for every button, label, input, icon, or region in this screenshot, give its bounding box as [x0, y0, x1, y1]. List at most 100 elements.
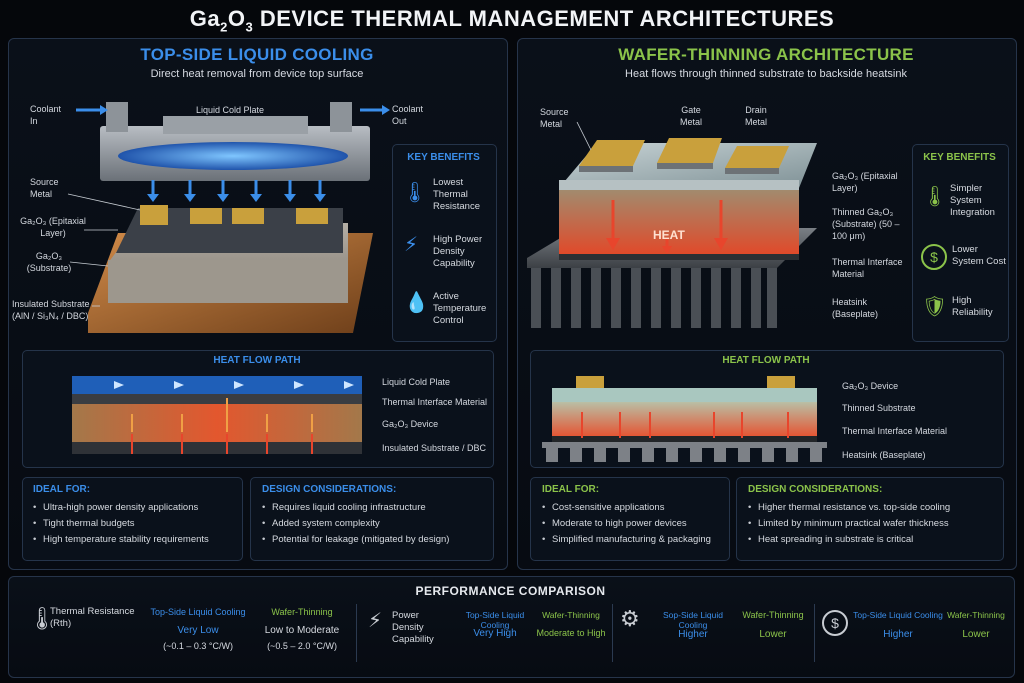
cmp-b-value-1: Low to Moderate: [264, 625, 340, 636]
list-item: Limited by minimum practical wafer thick…: [748, 516, 998, 532]
coolant-in-label: Coolant In: [30, 104, 62, 126]
heat-removal-arrows: [147, 180, 326, 202]
right-hf-label-2: Thinned Substrate: [842, 403, 916, 413]
cmp-b-label-2: Wafer-Thinning: [542, 610, 600, 620]
heatsink-label: Heatsink (Baseplate): [832, 297, 879, 319]
left-design-list: Requires liquid cooling infrastructure A…: [262, 500, 487, 548]
shield-check-icon: 🛡: [922, 296, 948, 318]
coolant-channel: [118, 142, 348, 170]
ga2o3-epi-label: Ga₂O₃ (Epitaxial Layer): [20, 216, 86, 238]
coolant-out-label: Coolant Out: [392, 104, 424, 126]
left-title: TOP-SIDE LIQUID COOLING: [140, 45, 374, 64]
list-item: Potential for leakage (mitigated by desi…: [262, 532, 487, 548]
right-epi-label: Ga₂O₃ (Epitaxial Layer): [832, 171, 898, 193]
right-ideal-list: Cost-sensitive applications Moderate to …: [542, 500, 726, 548]
list-item: Simplified manufacturing & packaging: [542, 532, 726, 548]
cold-plate-top: [163, 116, 308, 134]
left-ideal-title: IDEAL FOR:: [33, 484, 91, 495]
cmp-b-extra-1: (~0.5 – 2.0 °C/W): [267, 641, 337, 651]
pipe-out: [330, 102, 352, 132]
heat-label: HEAT: [653, 228, 685, 242]
divider: [356, 604, 357, 662]
right-benefits-box: [912, 144, 1009, 342]
list-item: Ultra-high power density applications: [33, 500, 238, 516]
lightning-icon: ⚡: [368, 610, 383, 632]
right-design-title: DESIGN CONSIDERATIONS:: [748, 484, 883, 495]
left-hf-label-2: Thermal Interface Material: [382, 397, 488, 407]
list-item: Added system complexity: [262, 516, 487, 532]
thermometer-icon: 🌡: [922, 186, 948, 208]
cmp-b-label-3: Wafer-Thinning: [742, 610, 804, 620]
right-heat-flow-diagram: [542, 376, 827, 462]
dollar-icon: $: [822, 610, 848, 636]
cmp-a-value-1: Very Low: [177, 625, 219, 636]
left-heat-flow-diagram: [72, 376, 362, 454]
left-hf-label-3: Ga₂O₃ Device: [382, 419, 439, 429]
gold-pad: [296, 208, 328, 224]
substrate-front-face: [108, 260, 348, 303]
left-benefit-1: Lowest Thermal Resistance: [433, 177, 480, 212]
drain-metal-label: Drain Metal: [744, 105, 767, 127]
right-hf-label-4: Heatsink (Baseplate): [842, 450, 926, 460]
left-benefit-3: Active Temperature Control: [433, 291, 487, 326]
dollar-icon: $: [921, 244, 947, 270]
thermometer-icon: 🌡: [402, 182, 428, 204]
list-item: Heat spreading in substrate is critical: [748, 532, 998, 548]
left-benefit-2: High Power Density Capability: [433, 234, 483, 269]
lightning-icon: ⚡: [404, 234, 419, 256]
right-ideal-title: IDEAL FOR:: [542, 484, 600, 495]
cmp-a-value-4: Higher: [883, 629, 913, 640]
right-design-list: Higher thermal resistance vs. top-side c…: [748, 500, 998, 548]
cmp-a-value-3: Higher: [678, 629, 708, 640]
source-metal-label: Source Metal: [30, 177, 59, 199]
cmp-b-label-1: Wafer-Thinning: [271, 607, 333, 617]
left-hf-label-4: Insulated Substrate / DBC: [382, 443, 487, 453]
left-heat-flow-title: HEAT FLOW PATH: [213, 355, 301, 366]
epi-layer-shape: [116, 208, 343, 253]
cmp-b-label-4: Wafer-Thinning: [947, 610, 1005, 620]
cmp-metric-1: Thermal Resistance (Rth): [50, 606, 135, 629]
comparison-title: PERFORMANCE COMPARISON: [415, 584, 606, 598]
left-design-title: DESIGN CONSIDERATIONS:: [262, 484, 397, 495]
left-benefits-title: KEY BENEFITS: [407, 152, 480, 163]
list-item: Higher thermal resistance vs. top-side c…: [748, 500, 998, 516]
source-pad: [140, 205, 168, 225]
divider: [612, 604, 613, 662]
right-benefit-1: Simpler System Integration: [950, 183, 995, 218]
right-subtitle: Heat flows through thinned substrate to …: [625, 68, 907, 80]
gold-pad: [190, 208, 222, 224]
cmp-metric-2: Power Density Capability: [392, 610, 434, 645]
left-hf-label-1: Liquid Cold Plate: [382, 377, 451, 387]
right-tim-label: Thermal Interface Material: [832, 257, 903, 279]
list-item: Moderate to high power devices: [542, 516, 726, 532]
list-item: Requires liquid cooling infrastructure: [262, 500, 487, 516]
cmp-a-label-4: Top-Side Liquid Cooling: [853, 610, 943, 620]
cmp-b-value-3: Lower: [759, 629, 787, 640]
left-ideal-list: Ultra-high power density applications Ti…: [33, 500, 238, 548]
list-item: High temperature stability requirements: [33, 532, 238, 548]
cmp-b-value-4: Lower: [962, 629, 990, 640]
right-title: WAFER-THINNING ARCHITECTURE: [618, 45, 914, 64]
list-item: Cost-sensitive applications: [542, 500, 726, 516]
divider: [814, 604, 815, 662]
right-benefits-title: KEY BENEFITS: [923, 152, 996, 163]
cmp-a-value-2: Very High: [473, 628, 517, 639]
droplet-icon: 💧: [404, 292, 429, 314]
thinned-substrate-label: Thinned Ga₂O₃ (Substrate) (50 – 100 μm): [832, 207, 900, 241]
left-benefits-box: [392, 144, 497, 342]
list-item: Tight thermal budgets: [33, 516, 238, 532]
right-source-metal-label: Source Metal: [540, 107, 569, 129]
right-heat-flow-title: HEAT FLOW PATH: [722, 355, 810, 366]
liquid-cooling-diagram: [67, 102, 390, 333]
cmp-a-extra-1: (~0.1 – 0.3 °C/W): [163, 641, 233, 651]
gold-pad: [232, 208, 264, 224]
insulated-substrate-label: Insulated Substrate (AlN / Si₃N₄ / DBC): [12, 299, 90, 321]
gate-metal-label: Gate Metal: [679, 105, 702, 127]
ga2o3-substrate-label: Ga₂O₃ (Substrate): [26, 251, 72, 273]
cmp-a-label-2: Top-Side Liquid Cooling: [465, 610, 525, 630]
thermometer-icon: 🌡: [28, 606, 56, 631]
right-hf-label-3: Thermal Interface Material: [842, 426, 948, 436]
right-hf-label-1: Ga₂O₃ Device: [842, 381, 899, 391]
gears-icon: ⚙: [620, 606, 640, 631]
cmp-b-value-2: Moderate to High: [536, 628, 606, 638]
